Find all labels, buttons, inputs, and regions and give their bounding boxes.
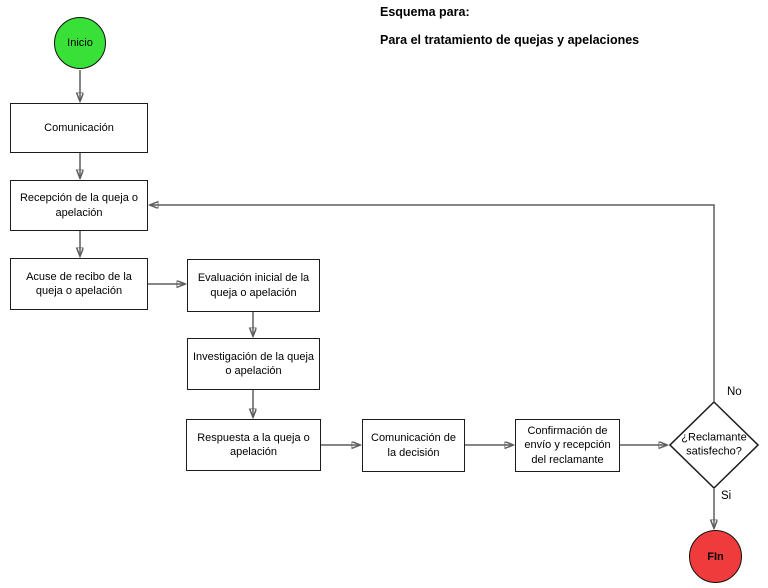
- node-investigacion[interactable]: Investigación de la queja o apelación: [187, 338, 320, 390]
- node-investigacion-label: Investigación de la queja o apelación: [192, 350, 315, 377]
- edge-label-si: Si: [721, 490, 732, 502]
- node-start-label: Inicio: [67, 37, 93, 49]
- node-end[interactable]: FIn: [689, 530, 742, 583]
- node-acuse[interactable]: Acuse de recibo de la queja o apelación: [10, 258, 148, 310]
- node-comunicacion-decision-label: Comunicación de la decisión: [371, 432, 456, 459]
- node-decision-label: ¿Reclamante satisfecho?: [681, 431, 747, 458]
- diagram-title-line1: Esquema para:: [380, 5, 470, 19]
- edge-label-no: No: [727, 386, 742, 398]
- node-respuesta[interactable]: Respuesta a la queja o apelación: [186, 419, 321, 471]
- node-confirmacion[interactable]: Confirmación de envío y recepción del re…: [515, 419, 620, 472]
- node-evaluacion[interactable]: Evaluación inicial de la queja o apelaci…: [187, 259, 320, 312]
- node-comunicacion-label: Comunicación: [44, 121, 114, 134]
- node-respuesta-label: Respuesta a la queja o apelación: [197, 431, 310, 458]
- node-decision[interactable]: ¿Reclamante satisfecho?: [669, 401, 759, 489]
- node-comunicacion-decision[interactable]: Comunicación de la decisión: [362, 419, 465, 472]
- diagram-title-line2: Para el tratamiento de quejas y apelacio…: [380, 33, 640, 47]
- node-end-label: FIn: [707, 550, 724, 563]
- node-recepcion-label: Recepción de la queja o apelación: [19, 192, 139, 219]
- node-confirmacion-label: Confirmación de envío y recepción del re…: [524, 425, 611, 466]
- node-comunicacion[interactable]: Comunicación: [10, 103, 148, 153]
- node-acuse-label: Acuse de recibo de la queja o apelación: [26, 270, 132, 297]
- node-start[interactable]: Inicio: [54, 17, 106, 69]
- decision-diamond-shape: [669, 401, 759, 489]
- node-evaluacion-label: Evaluación inicial de la queja o apelaci…: [197, 272, 310, 299]
- node-recepcion[interactable]: Recepción de la queja o apelación: [10, 180, 148, 231]
